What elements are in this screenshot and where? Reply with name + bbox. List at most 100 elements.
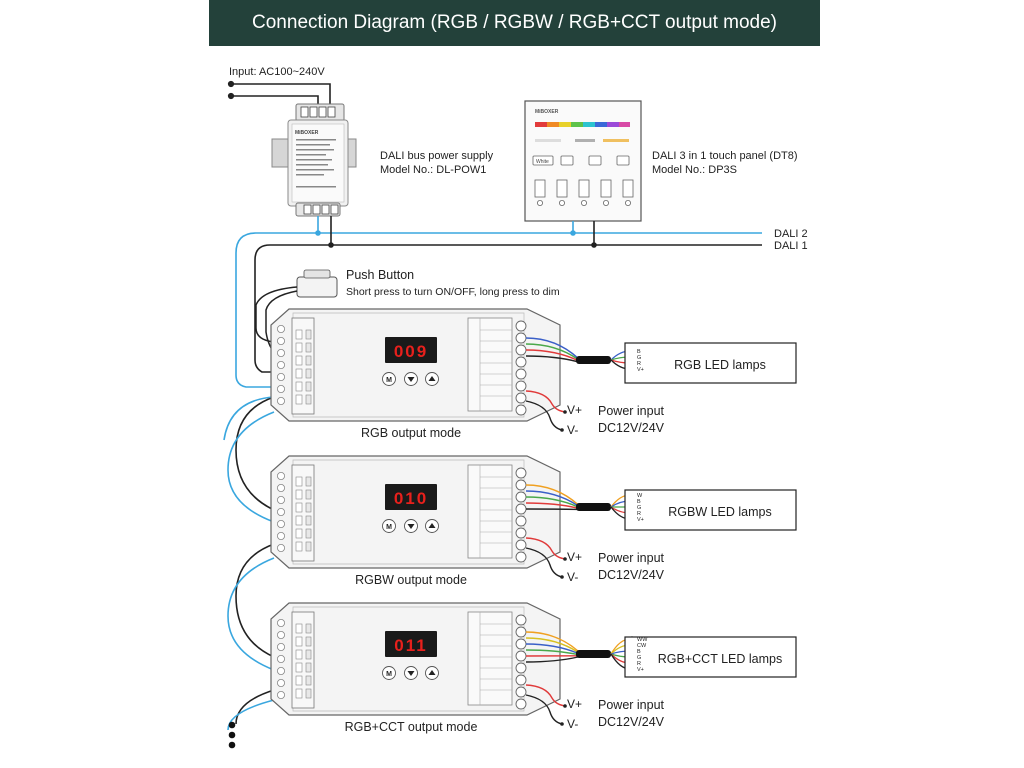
output-cable: [576, 650, 611, 658]
output-terminal: [515, 467, 527, 479]
lamp-pin-label: R: [637, 511, 641, 517]
down-arrow-icon: [407, 524, 415, 529]
display-readout: 010: [394, 489, 428, 508]
output-terminal: [515, 698, 527, 710]
v-minus-label: V-: [567, 717, 578, 731]
lamp-pin-label: V+: [637, 667, 644, 673]
mode-button[interactable]: [382, 372, 396, 386]
up-arrow-icon: [428, 376, 436, 381]
down-arrow-icon: [407, 377, 415, 382]
output-terminal: [515, 650, 527, 662]
output-terminal: [515, 368, 527, 380]
output-terminal: [515, 479, 527, 491]
touch-panel-model: Model No.: DP3S: [652, 164, 737, 176]
lamp-label: RGBW LED lamps: [668, 505, 772, 519]
display-readout: 011: [394, 636, 427, 655]
output-terminal: [515, 491, 527, 503]
power-supply-model: Model No.: DL-POW1: [380, 164, 486, 176]
page-title: Connection Diagram (RGB / RGBW / RGB+CCT…: [252, 12, 777, 33]
push-button-title: Push Button: [346, 268, 414, 282]
up-arrow-icon: [428, 670, 436, 675]
push-button-desc: Short press to turn ON/OFF, long press t…: [346, 286, 560, 298]
power-supply-device: MiBOXER: [271, 103, 357, 217]
power-input-spec: DC12V/24V: [598, 421, 665, 435]
v-plus-label: V+: [567, 403, 582, 417]
power-input-title: Power input: [598, 404, 665, 418]
v-minus-label: V-: [567, 423, 578, 437]
segment-display: [385, 484, 437, 510]
svg-text:M: M: [386, 671, 392, 678]
lamp-pin-label: WW: [637, 637, 648, 643]
input-label: Input: AC100~240V: [229, 66, 325, 78]
touch-panel-brand: MiBOXER: [535, 109, 559, 115]
lamp-pin-label: G: [637, 655, 641, 661]
svg-text:M: M: [386, 524, 392, 531]
lamp-label: RGB+CCT LED lamps: [658, 652, 782, 666]
output-terminal: [515, 626, 527, 638]
output-terminal: [515, 551, 527, 563]
output-label-block: [467, 317, 513, 412]
output-terminal: [515, 674, 527, 686]
lamp-pin-label: R: [637, 361, 641, 367]
mode-button[interactable]: [382, 519, 396, 533]
output-terminal: [515, 539, 527, 551]
output-terminal: [515, 686, 527, 698]
output-terminal: [515, 356, 527, 368]
lamp-pin-label: B: [637, 499, 641, 505]
continuation-dots: [228, 721, 236, 749]
output-label-block: [467, 611, 513, 706]
output-terminal: [515, 380, 527, 392]
dali1-label: DALI 1: [774, 240, 808, 252]
power-input-spec: DC12V/24V: [598, 715, 665, 729]
lamp-pin-label: B: [637, 349, 641, 355]
output-terminal: [515, 404, 527, 416]
output-terminal: [515, 320, 527, 332]
lamp-pin-label: W: [637, 493, 643, 499]
down-arrow-icon: [407, 671, 415, 676]
output-terminal: [515, 392, 527, 404]
power-supply-brand: MiBOXER: [295, 130, 319, 136]
dali-chain-wires: [223, 396, 275, 731]
lamp-box: [624, 489, 797, 531]
touch-panel-device: MiBOXER White: [524, 100, 642, 222]
header-bar: Connection Diagram (RGB / RGBW / RGB+CCT…: [209, 0, 820, 46]
lamp-label: RGB LED lamps: [674, 358, 766, 372]
power-input-spec: DC12V/24V: [598, 568, 665, 582]
output-terminal: [515, 344, 527, 356]
output-terminal: [515, 614, 527, 626]
mode-button[interactable]: [382, 666, 396, 680]
segment-display: [385, 631, 437, 657]
up-arrow-icon: [428, 523, 436, 528]
v-plus-label: V+: [567, 550, 582, 564]
output-terminal: [515, 503, 527, 515]
lamp-box: [624, 636, 797, 678]
mode-label: RGB output mode: [361, 426, 461, 440]
display-readout: 009: [394, 342, 428, 361]
lamp-pin-label: G: [637, 355, 641, 361]
lamp-pin-label: G: [637, 505, 641, 511]
lamp-pin-label: V+: [637, 367, 644, 373]
power-input-title: Power input: [598, 551, 665, 565]
dali2-label: DALI 2: [774, 228, 808, 240]
segment-display: [385, 337, 437, 363]
output-label-block: [467, 464, 513, 559]
power-input-title: Power input: [598, 698, 665, 712]
color-bar-strip: [535, 122, 630, 142]
output-cable: [576, 503, 611, 511]
v-minus-label: V-: [567, 570, 578, 584]
touch-panel-name: DALI 3 in 1 touch panel (DT8): [652, 150, 798, 162]
output-terminal: [515, 332, 527, 344]
lamp-pin-label: R: [637, 661, 641, 667]
dali-bus: [235, 216, 762, 388]
lamp-box: [624, 342, 797, 384]
lamp-pin-label: V+: [637, 517, 644, 523]
output-terminal: [515, 662, 527, 674]
lamp-pin-label: B: [637, 649, 641, 655]
lamp-pin-label: CW: [637, 643, 647, 649]
